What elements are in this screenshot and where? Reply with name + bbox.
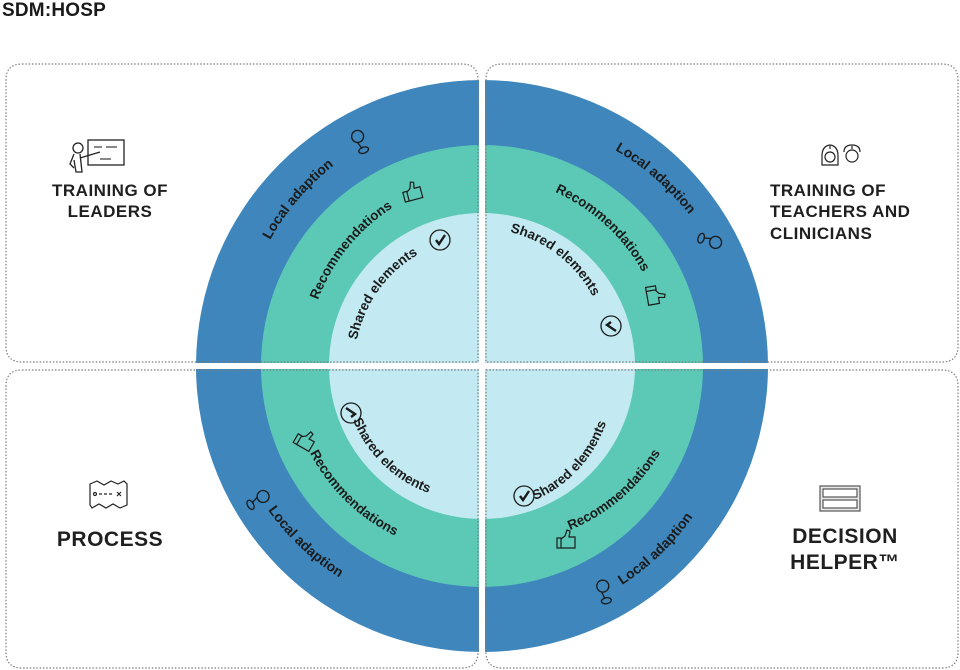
quadrant-title-line: TEACHERS AND xyxy=(770,202,911,222)
checkmark-circle-icon xyxy=(513,485,535,507)
map-pin-icon xyxy=(596,579,612,605)
quadrant-title-line: TRAINING OF xyxy=(770,181,886,200)
thumbs-up-icon xyxy=(556,529,576,549)
teacher-at-board-icon xyxy=(69,139,125,173)
quadrant-title-line: LEADERS xyxy=(67,202,153,222)
quadrant-box-bottom-left xyxy=(5,369,479,669)
thumbs-up-icon xyxy=(402,181,424,203)
form-fields-icon xyxy=(819,485,861,512)
quadrant-title-line: PROCESS xyxy=(56,528,164,551)
route-map-icon xyxy=(89,480,128,509)
quadrant-title-process: PROCESS xyxy=(30,527,190,553)
map-pin-icon xyxy=(246,489,270,511)
checkmark-circle-icon xyxy=(600,315,622,337)
thumbs-up-icon xyxy=(644,285,666,306)
quadrant-title-training-of-teachers: TRAINING OF TEACHERS AND CLINICIANS xyxy=(770,180,950,244)
checkmark-circle-icon xyxy=(340,402,362,424)
map-pin-icon xyxy=(350,129,370,155)
quadrant-title-line: TRAINING OF xyxy=(52,181,168,200)
quadrant-title-line: HELPER™ xyxy=(790,551,900,575)
quadrant-title-training-of-leaders: TRAINING OF LEADERS xyxy=(20,180,200,223)
quadrant-title-line: CLINICIANS xyxy=(770,223,873,243)
nurse-and-doctor-icon xyxy=(821,144,861,166)
checkmark-circle-icon xyxy=(429,229,451,251)
quadrant-title-decision-helper: DECISION HELPER™ xyxy=(770,524,920,577)
quadrant-title-line: DECISION xyxy=(792,525,898,548)
map-pin-icon xyxy=(697,232,723,250)
brand-title: SDM:HOSP xyxy=(2,0,106,21)
thumbs-up-icon xyxy=(292,430,316,453)
